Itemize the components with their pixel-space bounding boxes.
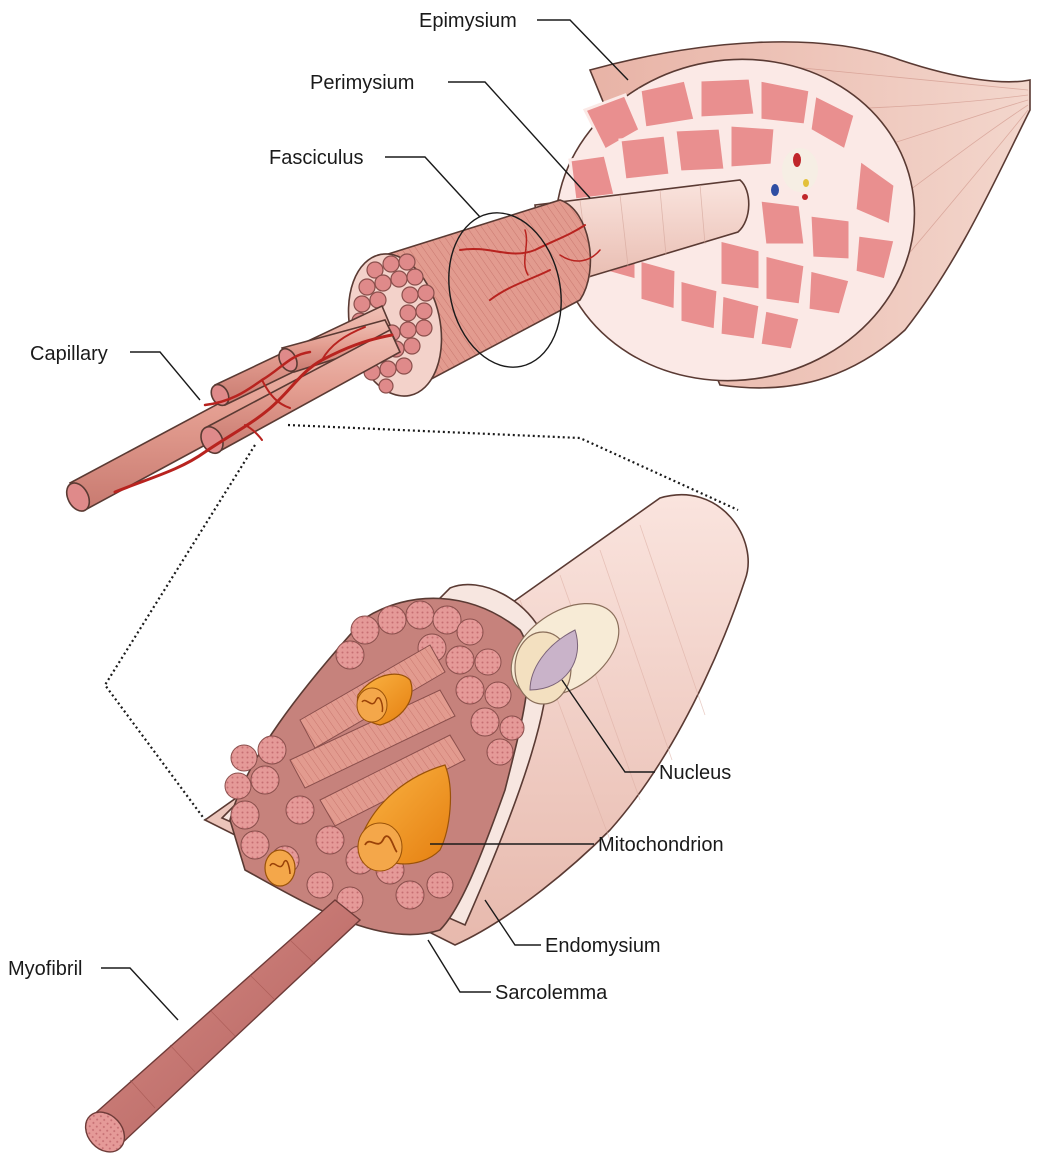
- extracted-myofibril: [78, 900, 360, 1153]
- label-capillary: Capillary: [30, 343, 200, 400]
- label-myofibril: Myofibril: [8, 958, 178, 1020]
- label-fasciculus-text: Fasciculus: [269, 147, 363, 169]
- label-capillary-text: Capillary: [30, 343, 108, 365]
- label-sarcolemma-text: Sarcolemma: [495, 982, 608, 1004]
- label-perimysium: Perimysium: [310, 72, 590, 198]
- label-fasciculus: Fasciculus: [269, 147, 480, 217]
- label-nucleus-text: Nucleus: [659, 762, 731, 784]
- label-mitochondrion-text: Mitochondrion: [598, 834, 724, 856]
- enlarged-muscle-fiber: [78, 495, 749, 1153]
- label-epimysium-text: Epimysium: [419, 10, 517, 32]
- label-endomysium-text: Endomysium: [545, 935, 661, 957]
- label-perimysium-text: Perimysium: [310, 72, 414, 94]
- label-myofibril-text: Myofibril: [8, 958, 82, 980]
- fasciculus-bundle: [336, 200, 600, 405]
- mitochondrion-small: [265, 850, 295, 886]
